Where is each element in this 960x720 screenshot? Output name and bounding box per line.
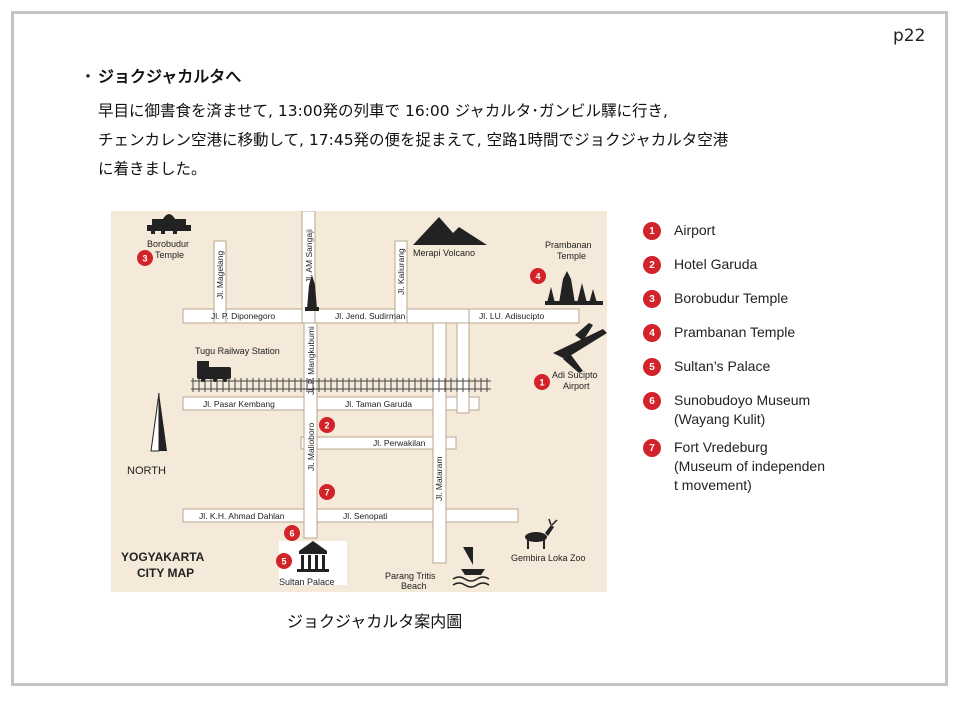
map-marker-1: 1 bbox=[534, 374, 550, 390]
legend-item-fort: 7 Fort Vredeburg (Museum of independen t… bbox=[643, 438, 825, 495]
street-label: Jl. Taman Garuda bbox=[345, 399, 412, 409]
place-label: Airport bbox=[563, 381, 590, 391]
map-title: YOGYAKARTA bbox=[121, 550, 205, 564]
legend-label: Sunobudoyo Museum (Wayang Kulit) bbox=[674, 392, 811, 427]
place-label: Parang Tritis bbox=[385, 571, 436, 581]
sailboat-icon bbox=[452, 547, 490, 588]
heading-bullet: ･ bbox=[84, 67, 93, 86]
street-label: Jl. Malioboro bbox=[306, 423, 316, 471]
body-line: チェンカレン空港に移動して, 17:45発の便を捉まえて, 空路1時間でジョクジ… bbox=[98, 131, 729, 149]
road-kaliurang bbox=[394, 240, 408, 324]
street-label: Jl. Mataram bbox=[434, 457, 444, 501]
legend-label: Sultan’s Palace bbox=[674, 358, 771, 374]
street-label: Jl. LU. Adisucipto bbox=[479, 311, 544, 321]
map-marker-2: 2 bbox=[319, 417, 335, 433]
legend-number: 7 bbox=[643, 439, 661, 457]
heading-text: ジョクジャカルタへ bbox=[98, 67, 242, 86]
place-label: Temple bbox=[155, 250, 184, 260]
prambanan-temple-icon bbox=[545, 271, 603, 305]
north-label: NORTH bbox=[127, 465, 166, 477]
legend-item-airport: 1 Airport bbox=[643, 221, 715, 240]
street-label: Jl. Pasar Kembang bbox=[203, 399, 275, 409]
merapi-volcano-icon bbox=[413, 217, 487, 245]
street-label: Jl. K.H. Ahmad Dahlan bbox=[199, 511, 285, 521]
street-label: Jl. Magelang bbox=[215, 251, 225, 299]
legend-label: Borobudur Temple bbox=[674, 290, 789, 306]
place-label: Sultan Palace bbox=[279, 577, 335, 587]
road-malioboro bbox=[303, 322, 318, 539]
map-marker-7: 7 bbox=[319, 484, 335, 500]
airplane-icon bbox=[553, 323, 607, 373]
deer-icon bbox=[525, 518, 558, 549]
tugu-monument-icon bbox=[305, 275, 319, 311]
marker-number: 6 bbox=[289, 529, 294, 539]
street-label: Jl. Perwakilan bbox=[373, 438, 426, 448]
legend-number: 2 bbox=[643, 256, 661, 274]
city-map: Jl. P. Diponegoro Jl. Jend. Sudirman Jl.… bbox=[111, 211, 607, 592]
legend-number: 4 bbox=[643, 324, 661, 342]
place-label: Gembira Loka Zoo bbox=[511, 553, 586, 563]
map-caption: ジョクジャカルタ案内圖 bbox=[287, 612, 463, 631]
place-label: Adi Sucipto bbox=[552, 370, 598, 380]
legend-item-borobudur: 3 Borobudur Temple bbox=[643, 289, 788, 308]
map-marker-4: 4 bbox=[530, 268, 546, 284]
map-marker-3: 3 bbox=[137, 250, 153, 266]
body-line: 早目に御書食を済ませて, 13:00発の列車で 16:00 ジャカルタ･ガンビル… bbox=[98, 102, 668, 120]
north-arrow-icon bbox=[150, 392, 167, 452]
train-icon bbox=[197, 361, 231, 382]
legend-item-hotel: 2 Hotel Garuda bbox=[643, 255, 757, 274]
marker-number: 3 bbox=[142, 254, 147, 264]
street-label: Jl. P. Mangkubumi bbox=[306, 326, 316, 395]
marker-number: 1 bbox=[539, 378, 544, 388]
place-label: Temple bbox=[557, 251, 586, 261]
street-label: Jl. AM Sangaji bbox=[304, 229, 314, 283]
borobudur-icon bbox=[147, 214, 191, 234]
map-marker-6: 6 bbox=[284, 525, 300, 541]
body-paragraph: 早目に御書食を済ませて, 13:00発の列車で 16:00 ジャカルタ･ガンビル… bbox=[98, 97, 858, 184]
legend-number: 3 bbox=[643, 290, 661, 308]
marker-number: 7 bbox=[324, 488, 329, 498]
legend-label: Prambanan Temple bbox=[674, 324, 796, 340]
legend-label: Hotel Garuda bbox=[674, 256, 758, 272]
marker-number: 4 bbox=[535, 272, 540, 282]
road-perwakilan bbox=[300, 436, 457, 450]
section-heading: ･ ジョクジャカルタへ bbox=[84, 63, 241, 87]
legend-item-museum: 6 Sunobudoyo Museum (Wayang Kulit) bbox=[643, 391, 810, 429]
street-label: Jl. Kaliurang bbox=[396, 248, 406, 295]
road-mataram bbox=[432, 322, 447, 564]
road-pasar-kembang bbox=[182, 396, 480, 411]
legend-number: 6 bbox=[643, 392, 661, 410]
roads bbox=[182, 211, 580, 564]
legend-label: Airport bbox=[674, 222, 716, 238]
page-number: p22 bbox=[893, 26, 926, 46]
map-title: CITY MAP bbox=[137, 566, 194, 580]
road-east-link bbox=[456, 322, 470, 414]
legend-item-sultans-palace: 5 Sultan’s Palace bbox=[643, 357, 770, 376]
road-adisucipto bbox=[468, 308, 580, 324]
legend-label: Fort Vredeburg (Museum of independen t m… bbox=[674, 439, 825, 493]
place-label: Tugu Railway Station bbox=[195, 346, 280, 356]
street-label: Jl. Jend. Sudirman bbox=[335, 311, 406, 321]
street-label: Jl. Senopati bbox=[343, 511, 388, 521]
place-label: Merapi Volcano bbox=[413, 248, 475, 258]
road-magelang bbox=[213, 240, 227, 324]
legend-number: 5 bbox=[643, 358, 661, 376]
place-label: Prambanan bbox=[545, 240, 592, 250]
legend-number: 1 bbox=[643, 222, 661, 240]
marker-number: 5 bbox=[281, 557, 286, 567]
place-label: Beach bbox=[401, 581, 427, 591]
legend-item-prambanan: 4 Prambanan Temple bbox=[643, 323, 795, 342]
marker-number: 2 bbox=[324, 421, 329, 431]
body-line: に着きました。 bbox=[98, 160, 207, 178]
street-label: Jl. P. Diponegoro bbox=[211, 311, 275, 321]
city-map-drawing: Jl. P. Diponegoro Jl. Jend. Sudirman Jl.… bbox=[121, 211, 607, 591]
railway-ties bbox=[192, 378, 488, 392]
place-label: Borobudur bbox=[147, 239, 189, 249]
map-marker-5: 5 bbox=[276, 553, 292, 569]
